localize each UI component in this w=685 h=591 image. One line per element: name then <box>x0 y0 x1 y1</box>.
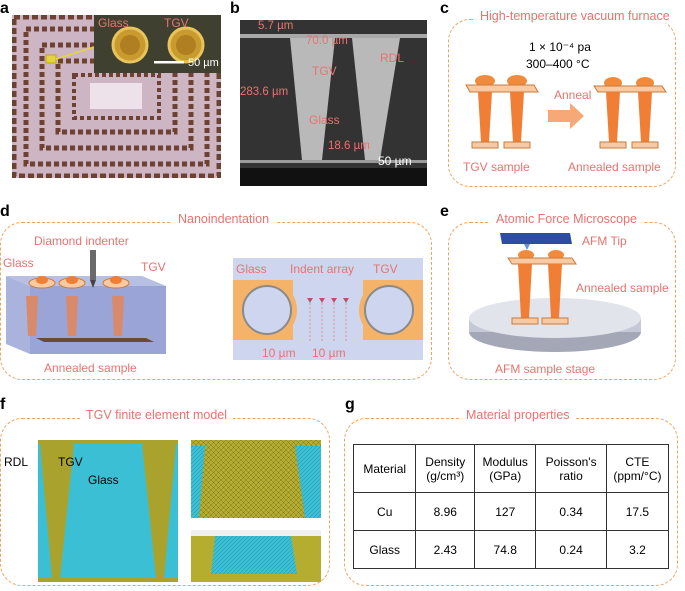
tgv-label-f: TGV <box>58 455 83 469</box>
panel-a-label: a <box>0 0 9 17</box>
table-row: Cu 8.96 127 0.34 17.5 <box>352 492 670 531</box>
rdl-label: RDL <box>380 51 405 65</box>
table-cell: 127 <box>474 492 537 531</box>
header-cell: Modulus (GPa) <box>474 444 537 493</box>
header-cell: Poisson's ratio <box>535 444 607 493</box>
panel-c-label: c <box>440 0 449 17</box>
table-cell: 0.34 <box>535 492 607 531</box>
panel-g-label: g <box>345 396 355 413</box>
pressure-text: 1 × 10⁻⁴ pa <box>529 40 591 54</box>
diamond-indenter-label: Diamond indenter <box>34 234 129 248</box>
panel-b-sem: 5.7 µm 70.0 µm RDL TGV 283.6 µm Glass 18… <box>240 20 427 186</box>
bottom-diameter-label: 18.6 µm <box>328 140 370 152</box>
glass-label-b: Glass <box>309 113 340 127</box>
tgv-label-d: TGV <box>141 260 166 274</box>
annealed-sample-graphic <box>593 77 667 149</box>
table-header-row: Material Density (g/cm³) Modulus (GPa) P… <box>352 444 670 493</box>
glass-label-f: Glass <box>88 473 119 487</box>
table-cell: 2.43 <box>415 530 476 569</box>
table-cell: 3.2 <box>605 530 670 569</box>
anneal-schematic <box>465 75 667 149</box>
panel-g-title: Material properties <box>460 408 576 422</box>
spacing-y-label: 10 µm <box>312 346 346 360</box>
fem-mesh-bottom <box>191 530 321 582</box>
sem-cross-section-image <box>240 20 427 186</box>
tgv-sample-graphic <box>465 75 539 149</box>
header-cell: Density (g/cm³) <box>415 444 476 493</box>
tgv-sample-label: TGV sample <box>463 160 530 174</box>
annealed-sample-label-c: Annealed sample <box>568 160 661 174</box>
rdl-label-f: RDL <box>4 455 29 469</box>
height-label: 283.6 µm <box>240 86 289 98</box>
inset-tgv-label: TGV <box>164 16 189 30</box>
afm-schematic <box>469 233 641 352</box>
table-cell: 17.5 <box>605 492 670 531</box>
temperature-text: 300–400 °C <box>526 57 590 71</box>
anneal-label: Anneal <box>554 88 592 102</box>
annealed-sample-label-d: Annealed sample <box>44 361 137 375</box>
panel-e-label: e <box>440 203 449 220</box>
glass-label-d: Glass <box>3 256 34 270</box>
tgv-inset-image <box>94 15 221 73</box>
fem-mesh-top <box>191 440 321 518</box>
panel-d-title: Nanoindentation <box>172 212 276 226</box>
inset-glass-label: Glass <box>98 16 129 30</box>
panel-a-micrograph: Glass TGV 50 µm <box>11 14 222 179</box>
indent-array-top-view <box>233 258 423 360</box>
scale-label-b: 50 µm <box>378 154 412 168</box>
panel-b-label: b <box>230 0 240 17</box>
annealed-sample-label-e: Annealed sample <box>576 281 669 295</box>
material-properties-table: Material Density (g/cm³) Modulus (GPa) P… <box>352 444 670 569</box>
panel-f-label: f <box>0 396 6 413</box>
top-diameter-label: 70.0 µm <box>306 35 348 47</box>
indent-array-label: Indent array <box>290 262 355 276</box>
panel-c-title: High-temperature vacuum furnace <box>474 9 676 23</box>
afm-tip-label: AFM Tip <box>582 234 627 248</box>
header-cell: CTE (ppm/°C) <box>605 444 670 493</box>
table-cell: 74.8 <box>474 530 537 569</box>
panel-f-title: TGV finite element model <box>80 408 234 422</box>
tgv-label-d2: TGV <box>373 262 398 276</box>
table-cell: 8.96 <box>415 492 476 531</box>
fem-cross-section <box>38 440 178 582</box>
header-cell: Material <box>352 444 417 493</box>
table-cell: 0.24 <box>535 530 607 569</box>
table-cell: Glass <box>352 530 417 569</box>
panel-d-label: d <box>0 203 10 220</box>
panel-a-inset: Glass TGV 50 µm <box>94 15 221 73</box>
afm-stage-label: AFM sample stage <box>495 362 596 376</box>
panel-e-title: Atomic Force Microscope <box>490 212 644 226</box>
glass-label-d2: Glass <box>236 262 267 276</box>
tgv-label-b: TGV <box>312 64 337 78</box>
table-cell: Cu <box>352 492 417 531</box>
table-row: Glass 2.43 74.8 0.24 3.2 <box>352 530 670 569</box>
nanoindentation-3d-schematic <box>6 250 166 354</box>
spacing-x-label: 10 µm <box>262 346 296 360</box>
top-thickness-label: 5.7 µm <box>258 20 294 32</box>
inset-scale-label: 50 µm <box>188 57 219 69</box>
